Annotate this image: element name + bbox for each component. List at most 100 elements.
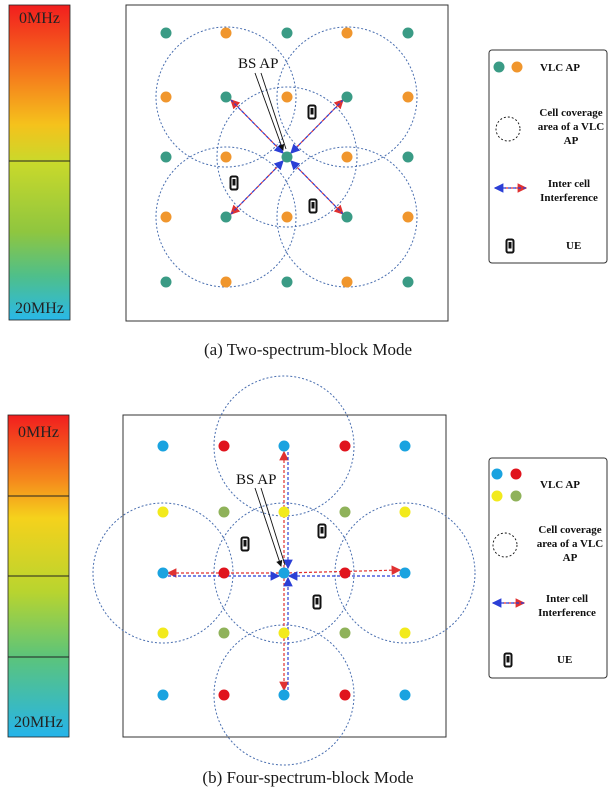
scale-bottom-label: 20MHz	[15, 300, 64, 317]
legend-vlc-label: VLC AP	[540, 62, 580, 74]
vlc-ap-blue	[157, 689, 169, 701]
vlc-ap-teal	[402, 27, 414, 39]
vlc-ap-blue	[278, 440, 290, 452]
panel-a: 0MHz 20MHz	[8, 4, 608, 322]
vlc-ap-orange	[220, 151, 232, 163]
spectrum-scale-a: 0MHz 20MHz	[8, 4, 71, 321]
vlc-ap-orange	[341, 151, 353, 163]
caption-b: (b) Four-spectrum-block Mode	[202, 768, 414, 787]
vlc-ap-red	[339, 567, 351, 579]
legend-cell-line-1: Cell coverage	[538, 524, 601, 536]
legend-cell-coverage-icon	[495, 116, 521, 142]
bs-ap-pointer	[254, 487, 286, 567]
legend-cell-line-1: Cell coverage	[539, 107, 602, 119]
vlc-ap-red	[339, 440, 351, 452]
vlc-ap-teal	[281, 151, 293, 163]
legend-cell-line-2: area of a VLC	[537, 538, 604, 550]
vlc-ap-teal	[220, 91, 232, 103]
vlc-ap-orange	[402, 91, 414, 103]
legend-orange-dot	[511, 61, 523, 73]
legend-ue-label: UE	[557, 654, 572, 666]
vlc-ap-yellow	[399, 506, 411, 518]
vlc-ap-teal	[402, 151, 414, 163]
vlc-ap-blue	[157, 440, 169, 452]
vlc-ap-orange	[402, 211, 414, 223]
legend-interference-line-1: Inter cell	[548, 178, 590, 190]
legend-cell-coverage-icon	[492, 532, 518, 558]
vlc-ap-orange	[160, 211, 172, 223]
caption-a: (a) Two-spectrum-block Mode	[203, 340, 413, 359]
legend-interference-line-2: Interference	[540, 192, 598, 204]
ue-phone-icon	[240, 536, 250, 552]
vlc-ap-red	[339, 689, 351, 701]
vlc-ap-blue	[399, 440, 411, 452]
vlc-ap-red	[218, 689, 230, 701]
vlc-ap-yellow	[399, 627, 411, 639]
legend-cell-line-3: AP	[563, 552, 578, 564]
vlc-ap-orange	[160, 91, 172, 103]
vlc-ap-green	[339, 506, 351, 518]
vlc-ap-orange	[341, 27, 353, 39]
ue-phone-icon	[312, 594, 322, 610]
vlc-ap-blue	[278, 567, 290, 579]
vlc-ap-teal	[220, 211, 232, 223]
ue-phone-icon	[229, 175, 239, 191]
vlc-ap-blue	[157, 567, 169, 579]
legend-yellow-dot	[491, 490, 503, 502]
scale-top-label: 0MHz	[18, 424, 59, 441]
bs-ap-label: BS AP	[236, 472, 276, 488]
bs-ap-pointer	[254, 72, 287, 151]
legend-ue-icon	[505, 238, 515, 254]
vlc-aps-a	[160, 27, 414, 288]
vlc-ap-green	[339, 627, 351, 639]
vlc-ap-orange	[220, 27, 232, 39]
vlc-ap-red	[218, 567, 230, 579]
vlc-ap-orange	[281, 211, 293, 223]
legend-teal-dot	[493, 61, 505, 73]
vlc-ap-yellow	[157, 506, 169, 518]
cell-coverage-circle	[276, 26, 418, 168]
vlc-ap-teal	[402, 276, 414, 288]
spectrum-scale-b: 0MHz 20MHz	[7, 414, 70, 738]
cell-coverage-circle	[155, 26, 297, 168]
legend-blue-dot	[491, 468, 503, 480]
vlc-ap-teal	[281, 276, 293, 288]
cell-coverage-circle	[334, 502, 476, 644]
legend-a: VLC AP Cell coverage area of a VLC AP In…	[488, 49, 608, 264]
vlc-ap-green	[218, 506, 230, 518]
vlc-aps-b	[157, 440, 411, 701]
ue-phone-icon	[307, 104, 317, 120]
bs-ap-label: BS AP	[238, 56, 278, 72]
ue-phone-icon	[317, 523, 327, 539]
scale-bottom-label: 20MHz	[14, 714, 63, 731]
legend-vlc-label: VLC AP	[540, 479, 580, 491]
legend-b: VLC AP Cell coverage area of a VLC AP In…	[488, 457, 608, 679]
vlc-ap-blue	[278, 689, 290, 701]
legend-green-dot	[510, 490, 522, 502]
legend-cell-line-3: AP	[564, 135, 579, 147]
vlc-ap-teal	[160, 276, 172, 288]
vlc-ap-yellow	[278, 627, 290, 639]
vlc-ap-green	[218, 627, 230, 639]
legend-ue-label: UE	[566, 240, 581, 252]
vlc-ap-yellow	[278, 506, 290, 518]
vlc-ap-blue	[399, 567, 411, 579]
interference-arrows-a	[230, 99, 344, 215]
vlc-ap-blue	[399, 689, 411, 701]
network-frame-a	[125, 4, 449, 322]
vlc-ap-orange	[220, 276, 232, 288]
ue-phone-icon	[308, 198, 318, 214]
cell-coverage-circle	[216, 86, 358, 228]
legend-ue-icon	[503, 652, 513, 668]
legend-interference-line-2: Interference	[538, 607, 596, 619]
vlc-ap-teal	[160, 27, 172, 39]
panel-b: 0MHz 20MHz	[7, 375, 608, 766]
legend-cell-line-2: area of a VLC	[538, 121, 605, 133]
vlc-ap-teal	[281, 27, 293, 39]
coverage-circles-a	[155, 26, 418, 288]
vlc-ap-teal	[341, 91, 353, 103]
vlc-ap-orange	[281, 91, 293, 103]
vlc-ap-red	[218, 440, 230, 452]
legend-interference-line-1: Inter cell	[546, 593, 588, 605]
